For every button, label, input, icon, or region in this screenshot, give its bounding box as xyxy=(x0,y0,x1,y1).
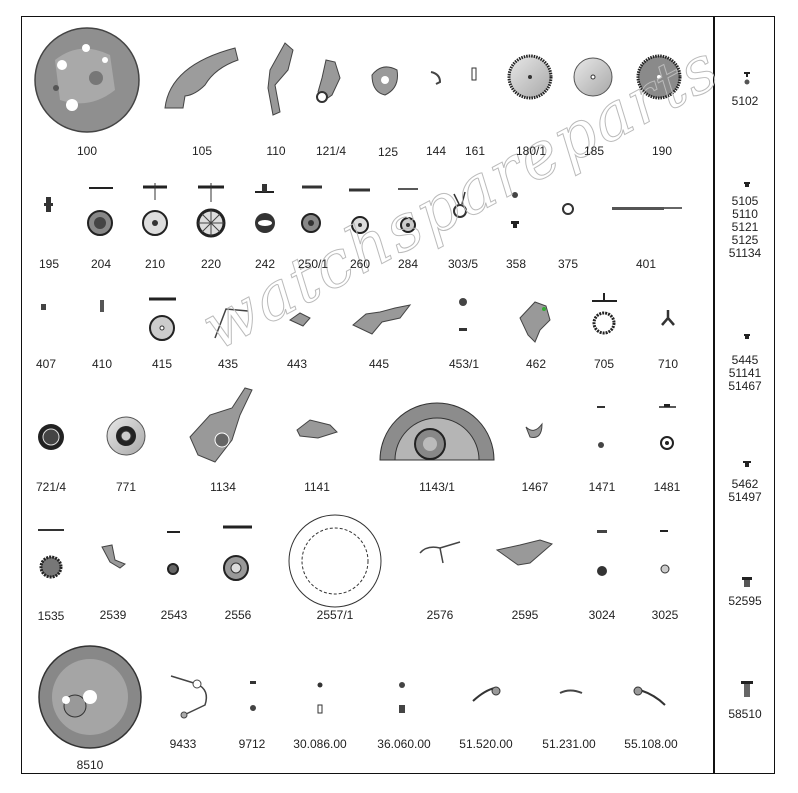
part-number-label: 443 xyxy=(286,357,308,371)
part-number-label: 195 xyxy=(38,257,60,271)
part-number-label: 51.520.00 xyxy=(459,737,513,751)
part-number-label: 2576 xyxy=(426,608,454,622)
part-number-label: 303/5 xyxy=(447,257,479,271)
part-number-label: 445 xyxy=(368,357,390,371)
part-number-label: 1471 xyxy=(588,480,616,494)
part-number-label: 1481 xyxy=(653,480,681,494)
part-number-label: 1134 xyxy=(210,480,236,494)
part-number-label: 375 xyxy=(557,257,579,271)
part-number-label: 410 xyxy=(91,357,113,371)
part-number-label: 110 xyxy=(266,144,286,158)
side-part-number-label: 5445 51141 51467 xyxy=(728,353,762,393)
part-number-label: 105 xyxy=(191,144,213,158)
part-number-label: 204 xyxy=(90,257,112,271)
part-number-label: 705 xyxy=(593,357,615,371)
part-number-label: 453/1 xyxy=(448,357,480,371)
part-number-label: 190 xyxy=(651,144,673,158)
part-number-label: 210 xyxy=(144,257,166,271)
part-number-label: 51.231.00 xyxy=(542,737,596,751)
part-number-label: 1535 xyxy=(37,609,65,623)
part-number-label: 2595 xyxy=(511,608,539,622)
part-number-label: 1467 xyxy=(521,480,549,494)
side-part-number-label: 52595 xyxy=(728,594,762,608)
part-number-label: 1143/1 xyxy=(419,480,455,494)
part-number-label: 250/1 xyxy=(297,257,329,271)
side-part-number-label: 5105 5110 5121 5125 51134 xyxy=(728,194,762,260)
bridge-105-icon xyxy=(164,47,239,109)
part-number-label: 721/4 xyxy=(35,480,67,494)
parts-sheet-frame xyxy=(21,16,775,774)
side-column-divider xyxy=(713,16,715,774)
part-number-label: 284 xyxy=(397,257,419,271)
side-part-number-label: 5462 51497 xyxy=(728,477,762,504)
part-number-label: 462 xyxy=(525,357,547,371)
part-number-label: 435 xyxy=(217,357,239,371)
part-number-label: 401 xyxy=(635,257,657,271)
side-part-number-label: 58510 xyxy=(728,707,762,721)
part-number-label: 2557/1 xyxy=(316,608,354,622)
part-number-label: 125 xyxy=(377,145,399,159)
part-number-label: 55.108.00 xyxy=(624,737,678,751)
mainplate-100-icon xyxy=(34,27,140,133)
part-number-label: 415 xyxy=(151,357,173,371)
part-number-label: 2543 xyxy=(160,608,188,622)
part-number-label: 144 xyxy=(425,144,447,158)
part-number-label: 220 xyxy=(200,257,222,271)
side-part-number-label: 5102 xyxy=(731,94,759,108)
part-number-label: 30.086.00 xyxy=(293,737,347,751)
part-number-label: 2556 xyxy=(224,608,252,622)
part-number-label: 161 xyxy=(464,144,486,158)
part-number-label: 3025 xyxy=(651,608,679,622)
part-number-label: 185 xyxy=(583,144,605,158)
part-number-label: 407 xyxy=(35,357,57,371)
part-number-label: 3024 xyxy=(588,608,616,622)
part-number-label: 710 xyxy=(657,357,679,371)
part-number-label: 2539 xyxy=(99,608,127,622)
part-number-label: 36.060.00 xyxy=(377,737,431,751)
part-number-label: 121/4 xyxy=(315,144,347,158)
part-number-label: 242 xyxy=(254,257,276,271)
screw-icons xyxy=(741,72,753,697)
part-number-label: 9712 xyxy=(238,737,266,751)
part-number-label: 100 xyxy=(76,144,98,158)
part-number-label: 1141 xyxy=(304,480,330,494)
part-number-label: 180/1 xyxy=(515,144,547,158)
part-number-label: 771 xyxy=(115,480,137,494)
part-number-label: 9433 xyxy=(169,737,197,751)
wheel-row-icons xyxy=(87,183,418,238)
part-number-label: 260 xyxy=(349,257,371,271)
part-number-label: 8510 xyxy=(76,758,104,772)
part-number-label: 358 xyxy=(505,257,527,271)
